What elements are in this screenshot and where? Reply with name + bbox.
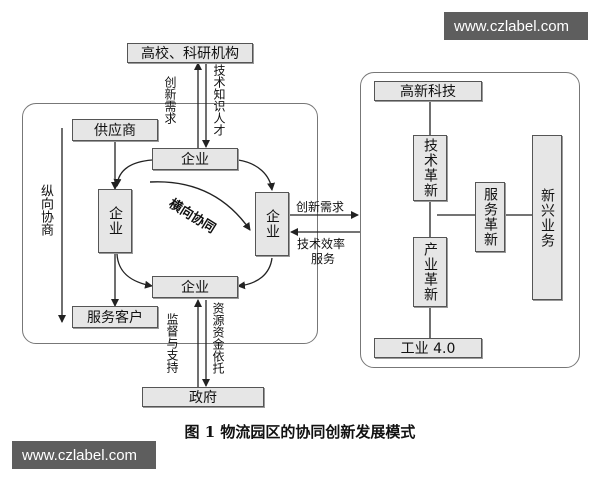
tech-innovation-box: 技术革新 — [413, 135, 447, 201]
government-box: 政府 — [142, 387, 264, 407]
enterprise-left-box: 企业 — [98, 189, 132, 253]
industry-innovation-box: 产业革新 — [413, 237, 447, 307]
supervision-support-label: 监督与支持 — [165, 313, 179, 373]
tech-efficiency-label: 技术效率 — [297, 237, 346, 251]
service-innovation-box: 服务革新 — [475, 182, 505, 252]
industry40-box: 工业 4.0 — [374, 338, 482, 358]
innovation-frame — [360, 72, 580, 368]
watermark-bottom: www.czlabel.com — [12, 441, 156, 469]
enterprise-bottom-box: 企业 — [152, 276, 238, 298]
resource-funding-label: 资源资金依托 — [211, 302, 225, 374]
vertical-coordination-label: 纵向协商 — [38, 184, 53, 236]
figure-caption: 图 1 物流园区的协同创新发展模式 — [184, 423, 416, 441]
tech-knowledge-talent-label: 技术知识人才 — [212, 64, 226, 136]
service-customer-box: 服务客户 — [72, 306, 158, 328]
service-label: 服务 — [311, 252, 336, 266]
innovation-demand-right-label: 创新需求 — [296, 200, 345, 214]
enterprise-top-box: 企业 — [152, 148, 238, 170]
emerging-business-box: 新兴业务 — [532, 135, 562, 300]
park-frame — [22, 103, 318, 344]
enterprise-right-box: 企业 — [255, 192, 289, 256]
watermark-top: www.czlabel.com — [444, 12, 588, 40]
hightech-box: 高新科技 — [374, 81, 482, 101]
university-box: 高校、科研机构 — [127, 43, 253, 63]
innovation-demand-top-label: 创新需求 — [163, 76, 177, 124]
supplier-box: 供应商 — [72, 119, 158, 141]
